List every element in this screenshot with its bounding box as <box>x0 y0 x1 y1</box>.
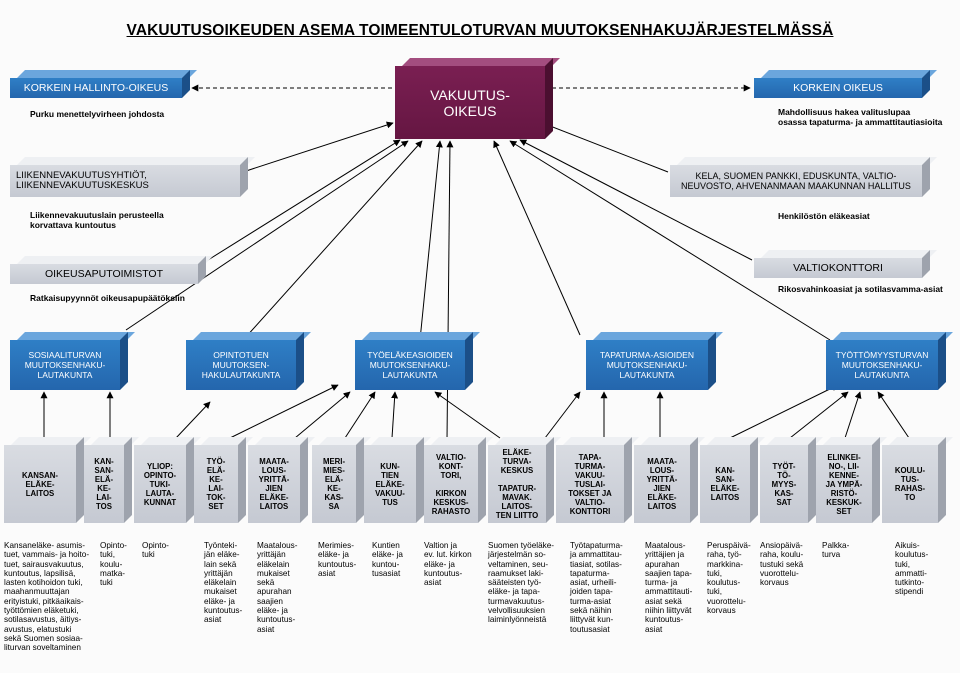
inst-tyottomyyskassat: TYÖT- TÖ- MYYS- KAS- SAT <box>760 445 808 523</box>
inst-merimieselakekassa: MERI- MIES- ELÄ- KE- KAS- SA <box>312 445 356 523</box>
desc-opintotukilautakunnat: Opinto- tuki <box>142 541 169 560</box>
desc-tyoelakelaitokset: Työnteki- jän eläke- lain sekä yrittäjän… <box>204 541 243 625</box>
board-tyoelake: TYÖELÄKEASIOIDEN MUUTOKSENHAKU- LAUTAKUN… <box>355 340 465 390</box>
korkein-oikeus-box: KORKEIN OIKEUS <box>754 78 922 98</box>
desc-ely-keskukset: Palkka- turva <box>822 541 850 560</box>
inst-elaketurvakeskus: ELÄKE- TURVA- KESKUS TAPATUR- MAVAK. LAI… <box>488 445 546 523</box>
board-tyottomyysturva: TYÖTTÖMYYSTURVAN MUUTOKSENHAKU- LAUTAKUN… <box>826 340 938 390</box>
page-title: VAKUUTUSOIKEUDEN ASEMA TOIMEENTULOTURVAN… <box>126 22 834 39</box>
inst-kuntien-elakevakuutus: KUN- TIEN ELÄKE- VAKUU- TUS <box>364 445 416 523</box>
desc-tyottomyyskassat: Ansiopäivä- raha, koulu- tustuki sekä vu… <box>760 541 804 588</box>
oikeusaputoimistot-note: Ratkaisupyynnöt oikeusapupäätöksiin <box>30 293 185 303</box>
inst-valtiokonttori-kirkko: VALTIO- KONT- TORI, KIRKON KESKUS- RAHAS… <box>424 445 478 523</box>
oikeusaputoimistot-box: OIKEUSAPUTOIMISTOT <box>10 264 198 284</box>
inst-tapaturmavakuutuslaitokset: TAPA- TURMA- VAKUU- TUSLAI- TOKSET JA VA… <box>556 445 624 523</box>
desc-kuntien-elakevakuutus: Kuntien eläke- ja kuntou- tusasiat <box>372 541 403 578</box>
desc-kansanelakelaitos-3: Peruspäivä- raha, työ- markkina- tuki, k… <box>707 541 751 616</box>
kela-eduskunta-box: KELA, SUOMEN PANKKI, EDUSKUNTA, VALTIO- … <box>670 165 922 197</box>
liikennevakuutus-box: LIIKENNEVAKUUTUSYHTIÖT, LIIKENNEVAKUUTUS… <box>10 165 240 197</box>
valtiokonttori-box: VALTIOKONTTORI <box>754 258 922 278</box>
board-opintotuki: OPINTOTUEN MUUTOKSEN- HAKULAUTAKUNTA <box>186 340 296 390</box>
inst-kansanelakelaitos-2: KAN- SAN- ELÄ- KE- LAI- TOS <box>84 445 124 523</box>
desc-koulutusrahasto: Aikuis- koulutus- tuki, ammatti- tutkint… <box>895 541 929 597</box>
board-sosiaaliturva: SOSIAALITURVAN MUUTOKSENHAKU- LAUTAKUNTA <box>10 340 120 390</box>
kela-eduskunta-note: Henkilöstön eläkeasiat <box>778 211 870 221</box>
vakuutusoikeus-box: VAKUUTUS- OIKEUS <box>395 66 545 139</box>
inst-ely-keskukset: ELINKEI- NO-, LII- KENNE- JA YMPÄ- RISTÖ… <box>816 445 872 523</box>
desc-kansanelakelaitos-2: Opinto- tuki, koulu- matka- tuki <box>100 541 127 588</box>
inst-tyoelakelaitokset: TYÖ- ELÄ- KE- LAI- TOK- SET <box>194 445 238 523</box>
korkein-oikeus-note: Mahdollisuus hakea valituslupaa osassa t… <box>778 107 943 127</box>
korkein-hallinto-oikeus-note: Purku menettelyvirheen johdosta <box>30 109 165 119</box>
inst-mela-2: MAATA- LOUS- YRITTÄ- JIEN ELÄKE- LAITOS <box>634 445 690 523</box>
inst-mela-1: MAATA- LOUS- YRITTÄ- JIEN ELÄKE- LAITOS <box>248 445 300 523</box>
desc-merimieselakekassa: Merimies- eläke- ja kuntoutus- asiat <box>318 541 357 578</box>
board-tapaturma: TAPATURMA-ASIOIDEN MUUTOKSENHAKU- LAUTAK… <box>586 340 708 390</box>
desc-elaketurvakeskus: Suomen työeläke- järjestelmän so- veltam… <box>488 541 554 625</box>
inst-kansanelakelaitos-1: KANSAN- ELÄKE- LAITOS <box>4 445 76 523</box>
desc-kansanelakelaitos-1: Kansaneläke- asumis- tuet, vammais- ja h… <box>4 541 90 653</box>
inst-opintotukilautakunnat: YLIOP: OPINTO- TUKI- LAUTA- KUNNAT <box>134 445 186 523</box>
desc-valtiokonttori-kirkko: Valtion ja ev. lut. kirkon eläke- ja kun… <box>424 541 472 588</box>
liikennevakuutus-note: Liikennevakuutuslain perusteella korvatt… <box>30 210 164 230</box>
desc-tapaturmavakuutuslaitokset: Työtapaturma- ja ammattitau- tiasiat, so… <box>570 541 623 634</box>
desc-mela-1: Maatalous- yrittäjän eläkelain mukaiset … <box>257 541 298 634</box>
korkein-hallinto-oikeus-box: KORKEIN HALLINTO-OIKEUS <box>10 78 182 98</box>
valtiokonttori-note: Rikosvahinkoasiat ja sotilasvamma-asiat <box>778 284 943 294</box>
desc-mela-2: Maatalous- yrittäjien ja apurahan saajie… <box>645 541 693 634</box>
inst-koulutusrahasto: KOULU- TUS- RAHAS- TO <box>882 445 938 523</box>
inst-kansanelakelaitos-3: KAN- SAN- ELÄKE- LAITOS <box>700 445 750 523</box>
